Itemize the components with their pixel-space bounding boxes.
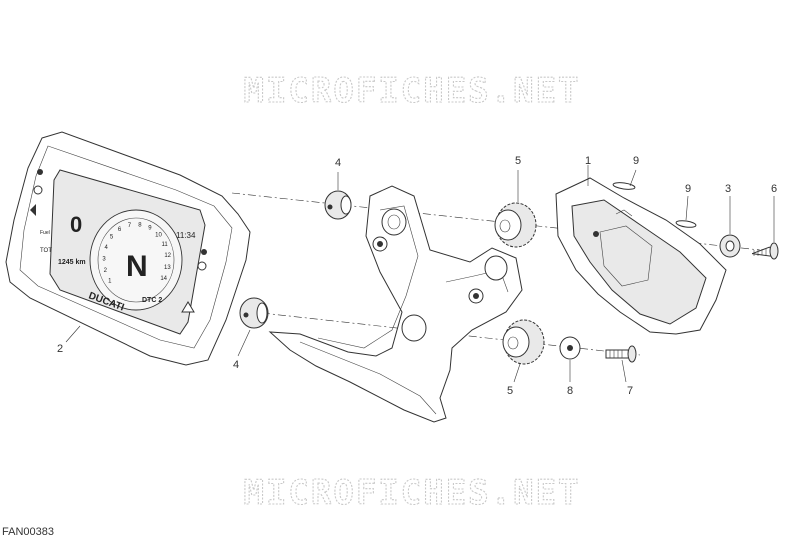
odometer-readout: 1245 km	[58, 259, 86, 266]
rpm-tick-label: 10	[155, 232, 162, 238]
callout-3: 3	[725, 183, 731, 195]
callout-5-upper: 5	[515, 155, 521, 167]
rpm-tick-label: 7	[128, 223, 132, 229]
speed-readout: 0	[70, 212, 82, 237]
gear-bushing-lower	[502, 319, 545, 365]
callout-1: 1	[585, 155, 591, 167]
watermark-bottom: MICROFICHES.NET	[243, 473, 580, 513]
screw-7	[605, 345, 637, 363]
callout-4-lower: 4	[233, 359, 239, 371]
rpm-tick-label: 14	[160, 276, 167, 282]
callout-6: 6	[771, 183, 777, 195]
rpm-tick-label: 8	[138, 222, 142, 228]
rpm-tick-label: 4	[105, 245, 109, 251]
gear-bushing-upper	[494, 202, 537, 248]
callout-9-upper: 9	[633, 155, 639, 167]
drawing-code: FAN00383	[2, 526, 54, 538]
washer-9-lower	[675, 220, 697, 228]
callout-5-lower: 5	[507, 385, 513, 397]
screw-6	[751, 242, 779, 260]
warning-icons	[30, 169, 207, 313]
dashboard-cover	[555, 177, 727, 335]
callout-7: 7	[627, 385, 633, 397]
rubber-grommet-lower	[239, 297, 269, 329]
rpm-tick-label: 11	[161, 242, 168, 248]
clock-readout: 11:34	[176, 231, 196, 240]
callout-2: 2	[57, 343, 63, 355]
rpm-tick-label: 5	[110, 235, 114, 241]
rpm-tick-label: 13	[164, 265, 171, 271]
washer-3	[719, 234, 741, 258]
callout-9-lower: 9	[685, 183, 691, 195]
gear-indicator: N	[126, 250, 148, 283]
dtc-readout: DTC 2	[142, 297, 162, 304]
rpm-tick-label: 12	[164, 253, 171, 259]
leader-lines	[65, 165, 775, 383]
tachometer-dial	[89, 209, 183, 311]
callout-4-upper: 4	[335, 157, 341, 169]
rpm-tick-label: 9	[148, 226, 152, 232]
rpm-tick-label: 6	[118, 227, 122, 233]
tot-readout: TOT	[40, 248, 52, 254]
rpm-tick-label: 3	[102, 256, 106, 262]
fuel-label: Fuel	[40, 230, 50, 236]
washer-9-upper	[612, 182, 636, 190]
watermark-top: MICROFICHES.NET	[243, 71, 580, 111]
rubber-grommet-upper	[324, 190, 352, 220]
mounting-bracket	[268, 185, 523, 423]
rpm-tick-label: 1	[108, 279, 112, 285]
rpm-tick-label: 2	[104, 268, 108, 274]
callout-8: 8	[567, 385, 573, 397]
